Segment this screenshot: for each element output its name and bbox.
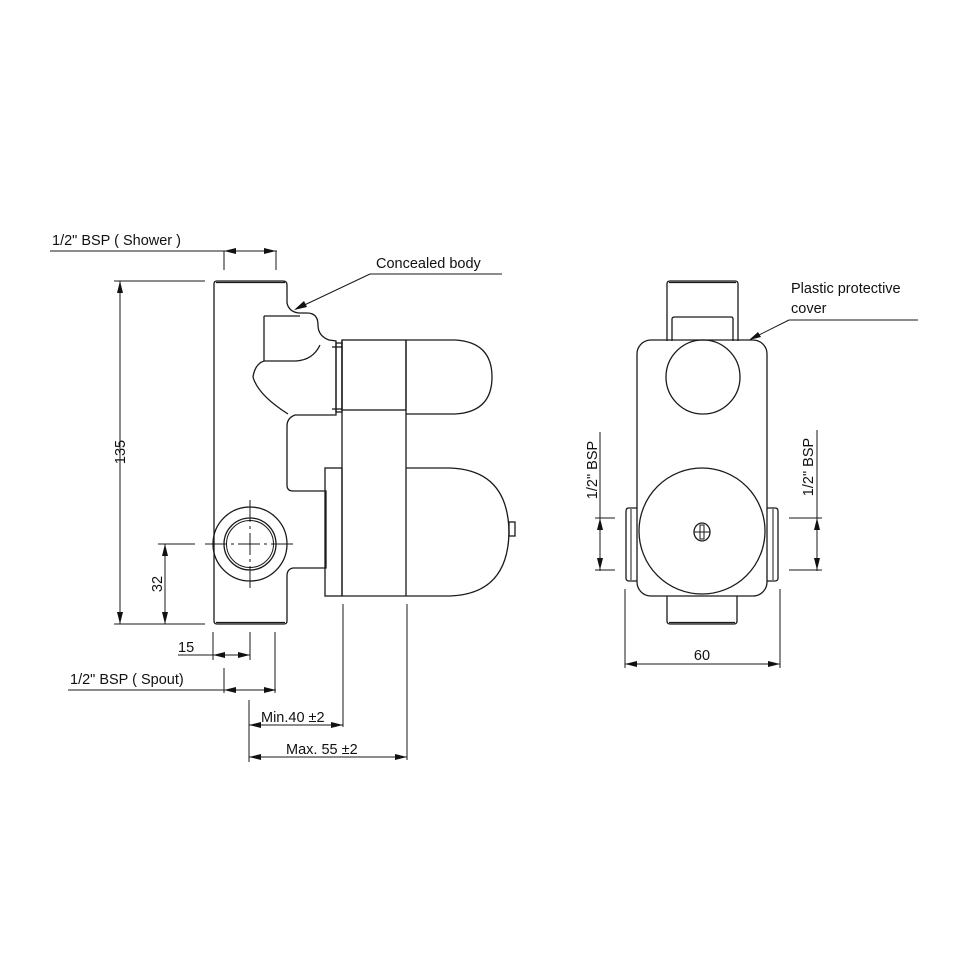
- lower-dome-pin: [508, 521, 516, 537]
- screw-slot-v: [699, 524, 705, 540]
- arrow: [238, 652, 250, 658]
- arrow: [294, 301, 307, 310]
- front-view-dimensions: [595, 319, 918, 668]
- lower-circle: [638, 467, 766, 595]
- front-view: [625, 280, 779, 625]
- width-dimension-label: 60: [694, 648, 710, 664]
- upper-dome-cap: [406, 339, 493, 415]
- arrow: [597, 558, 603, 570]
- arrow: [768, 661, 780, 667]
- bottom-pipe-stub: [666, 596, 738, 625]
- lower-plate: [324, 467, 343, 597]
- arrow: [814, 558, 820, 570]
- shower-outlet: [252, 316, 289, 415]
- arrow: [597, 518, 603, 530]
- outlet-offset-label: 15: [178, 640, 194, 656]
- top-pipe-stub: [666, 280, 739, 341]
- arrow: [117, 281, 123, 293]
- concealed-body-label: Concealed body: [376, 256, 482, 272]
- main-body-outline: [213, 280, 337, 625]
- arrow: [814, 518, 820, 530]
- arrow: [395, 754, 407, 760]
- flange-ring: [335, 342, 343, 413]
- arrow: [224, 248, 236, 254]
- left-inlet: [625, 507, 637, 582]
- arrow: [213, 652, 225, 658]
- upper-housing: [341, 339, 407, 411]
- outlet-inner-curve: [264, 344, 321, 362]
- outlet-height-label: 32: [150, 576, 166, 592]
- arrow: [249, 722, 261, 728]
- upper-circle: [665, 339, 741, 415]
- side-view: [205, 280, 516, 625]
- concealed-leader-diag: [295, 273, 371, 310]
- arrow: [224, 687, 236, 693]
- height-dimension-label: 135: [113, 440, 129, 464]
- arrow: [625, 661, 637, 667]
- arrow: [264, 687, 276, 693]
- arrow: [117, 612, 123, 624]
- min-depth-label: Min.40 ±2: [261, 710, 325, 726]
- arrow: [162, 612, 168, 624]
- arrow: [331, 722, 343, 728]
- arrow: [264, 248, 276, 254]
- left-inlet-label: 1/2" BSP: [585, 441, 601, 499]
- shower-connection-label: 1/2" BSP ( Shower ): [52, 233, 181, 249]
- arrow: [249, 754, 261, 760]
- max-depth-label: Max. 55 ±2: [286, 742, 358, 758]
- protective-cover-window: [671, 316, 734, 341]
- lower-dome: [406, 467, 510, 597]
- arrow: [162, 544, 168, 556]
- side-view-dimensions: [50, 248, 502, 762]
- cover-label-line2: cover: [791, 301, 827, 317]
- right-inlet-label: 1/2" BSP: [801, 438, 817, 496]
- arrow: [749, 332, 761, 340]
- spout-connection-label: 1/2" BSP ( Spout): [70, 672, 184, 688]
- right-inlet: [767, 507, 779, 582]
- cover-label-line1: Plastic protective: [791, 281, 901, 297]
